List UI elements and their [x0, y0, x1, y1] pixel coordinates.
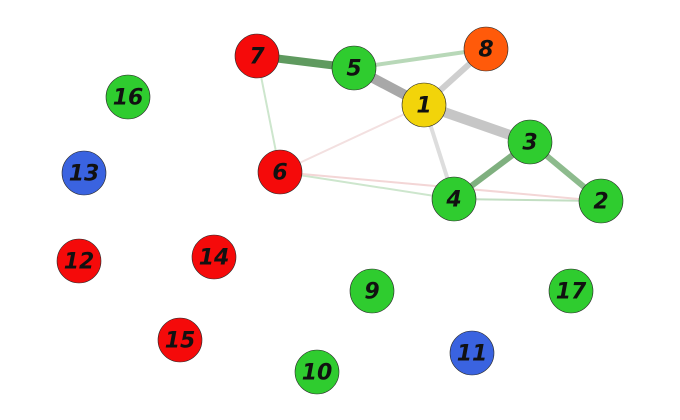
node-14[interactable]: 14 [191, 234, 237, 280]
node-circle-7[interactable] [234, 33, 280, 79]
edge-6-4 [279, 171, 455, 200]
node-17[interactable]: 17 [548, 268, 594, 314]
node-label-1: 1 [416, 94, 431, 119]
node-label-3: 3 [522, 131, 537, 156]
node-label-11: 11 [457, 342, 488, 367]
node-circle-6[interactable] [257, 149, 303, 195]
node-label-17: 17 [556, 280, 587, 305]
node-9[interactable]: 9 [349, 268, 395, 314]
node-label-14: 14 [199, 246, 230, 271]
node-4[interactable]: 4 [431, 176, 477, 222]
node-circle-4[interactable] [431, 176, 477, 222]
node-circle-13[interactable] [61, 150, 107, 196]
node-11[interactable]: 11 [449, 330, 495, 376]
node-label-6: 6 [272, 161, 287, 186]
node-10[interactable]: 10 [294, 349, 340, 395]
node-label-8: 8 [478, 38, 493, 63]
node-circle-10[interactable] [294, 349, 340, 395]
node-label-9: 9 [364, 280, 379, 305]
node-1[interactable]: 1 [401, 82, 447, 128]
node-label-12: 12 [64, 250, 95, 275]
node-6[interactable]: 6 [257, 149, 303, 195]
node-13[interactable]: 13 [61, 150, 107, 196]
node-label-2: 2 [593, 190, 608, 215]
node-circle-5[interactable] [331, 45, 377, 91]
node-circle-16[interactable] [105, 74, 151, 120]
node-circle-15[interactable] [157, 317, 203, 363]
node-3[interactable]: 3 [507, 119, 553, 165]
node-2[interactable]: 2 [578, 178, 624, 224]
node-circle-14[interactable] [191, 234, 237, 280]
node-circle-12[interactable] [56, 238, 102, 284]
node-circle-1[interactable] [401, 82, 447, 128]
node-12[interactable]: 12 [56, 238, 102, 284]
node-circle-9[interactable] [349, 268, 395, 314]
node-circle-17[interactable] [548, 268, 594, 314]
node-circle-2[interactable] [578, 178, 624, 224]
node-label-4: 4 [445, 188, 461, 213]
node-label-5: 5 [346, 57, 361, 82]
edge-4-2 [453, 198, 602, 202]
node-label-7: 7 [249, 45, 265, 70]
node-circle-3[interactable] [507, 119, 553, 165]
node-label-15: 15 [165, 329, 196, 354]
node-5[interactable]: 5 [331, 45, 377, 91]
node-8[interactable]: 8 [463, 26, 509, 72]
node-label-16: 16 [113, 86, 144, 111]
node-circle-11[interactable] [449, 330, 495, 376]
node-16[interactable]: 16 [105, 74, 151, 120]
node-15[interactable]: 15 [157, 317, 203, 363]
node-7[interactable]: 7 [234, 33, 280, 79]
node-label-13: 13 [69, 162, 100, 187]
node-label-10: 10 [302, 361, 333, 386]
node-circle-8[interactable] [463, 26, 509, 72]
edge-6-1 [279, 104, 425, 173]
